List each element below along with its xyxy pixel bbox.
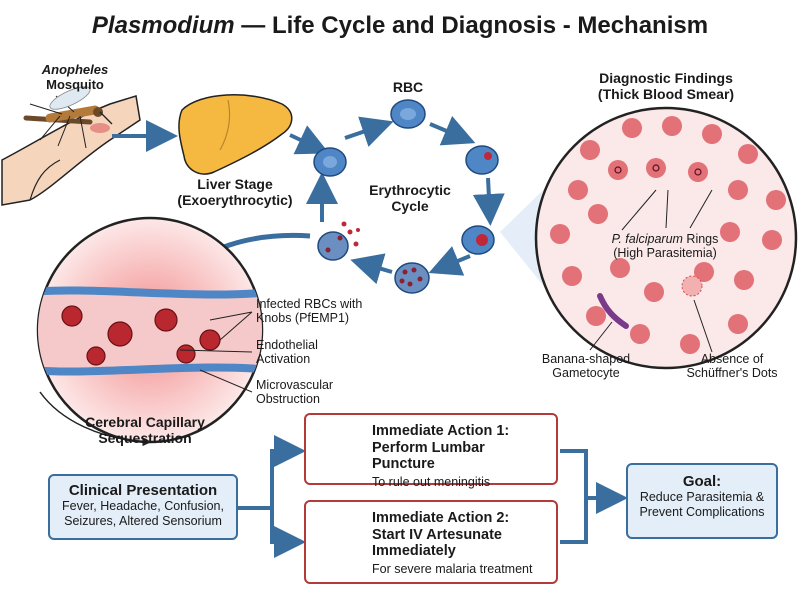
blood-smear-circle [534,106,798,370]
liver-label: Liver Stage (Exoerythrocytic) [177,176,293,209]
cell-ruptured [317,221,360,261]
arrow-liver-to-rbc [289,125,330,155]
obstruction-label: Microvascular Obstruction [256,378,334,407]
capillary-circle [36,216,264,447]
erythrocytic-cycle-label: Erythrocytic Cycle [369,182,451,215]
flow-connectors [238,435,628,558]
endothelial-label: Endothelial Activation [256,338,318,367]
action-2-box: Immediate Action 2: Start IV Artesunate … [304,500,558,584]
action-2-text: Immediate Action 2: Start IV Artesunate … [372,510,533,577]
clinical-presentation-box: Clinical Presentation Fever, Headache, C… [48,474,238,540]
capillary-caption: Cerebral Capillary Sequestration [85,414,205,447]
cell-trophozoite [461,225,495,255]
infected-rbc-label: Infected RBCs with Knobs (PfEMP1) [256,297,363,326]
cell-left [313,147,347,177]
rings-label: P. falciparum Rings (High Parasitemia) [611,232,719,261]
action-1-box: Immediate Action 1: Perform Lumbar Punct… [304,413,558,489]
clinical-text: Clinical Presentation Fever, Headache, C… [62,482,224,528]
page-title: Plasmodium — Life Cycle and Diagnosis - … [91,12,709,39]
rbc-label: RBC [392,79,424,95]
erythrocytic-cycle [306,99,505,294]
gametocyte-label: Banana-shaped Gametocyte [541,352,631,381]
goal-box: Goal: Reduce Parasitemia & Prevent Compl… [626,463,778,539]
mosquito-illustration [1,86,141,206]
goal-text: Goal: Reduce Parasitemia & Prevent Compl… [639,473,765,519]
action-1-text: Immediate Action 1: Perform Lumbar Punct… [372,423,510,490]
liver-illustration [178,94,293,175]
rbc-cell [390,99,426,129]
mosquito-label: Anopheles Mosquito [41,62,109,92]
cell-ring [465,145,499,175]
diagnostic-title: Diagnostic Findings (Thick Blood Smear) [597,70,735,103]
cell-schizont [394,262,430,294]
schuffner-label: Absence of Schüffner's Dots [686,352,778,381]
